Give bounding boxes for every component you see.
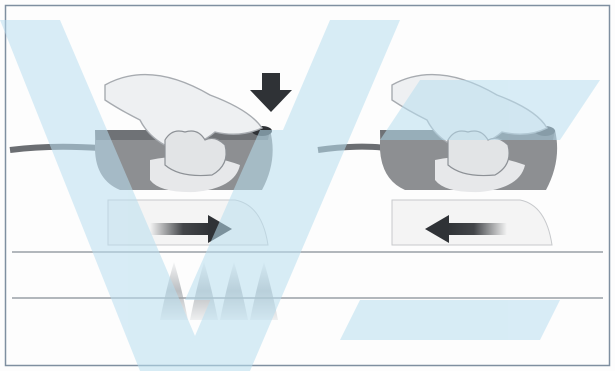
soleplate-right (392, 200, 552, 245)
direction-arrow-icon (150, 223, 210, 235)
direction-arrow-icon-left (447, 223, 507, 235)
